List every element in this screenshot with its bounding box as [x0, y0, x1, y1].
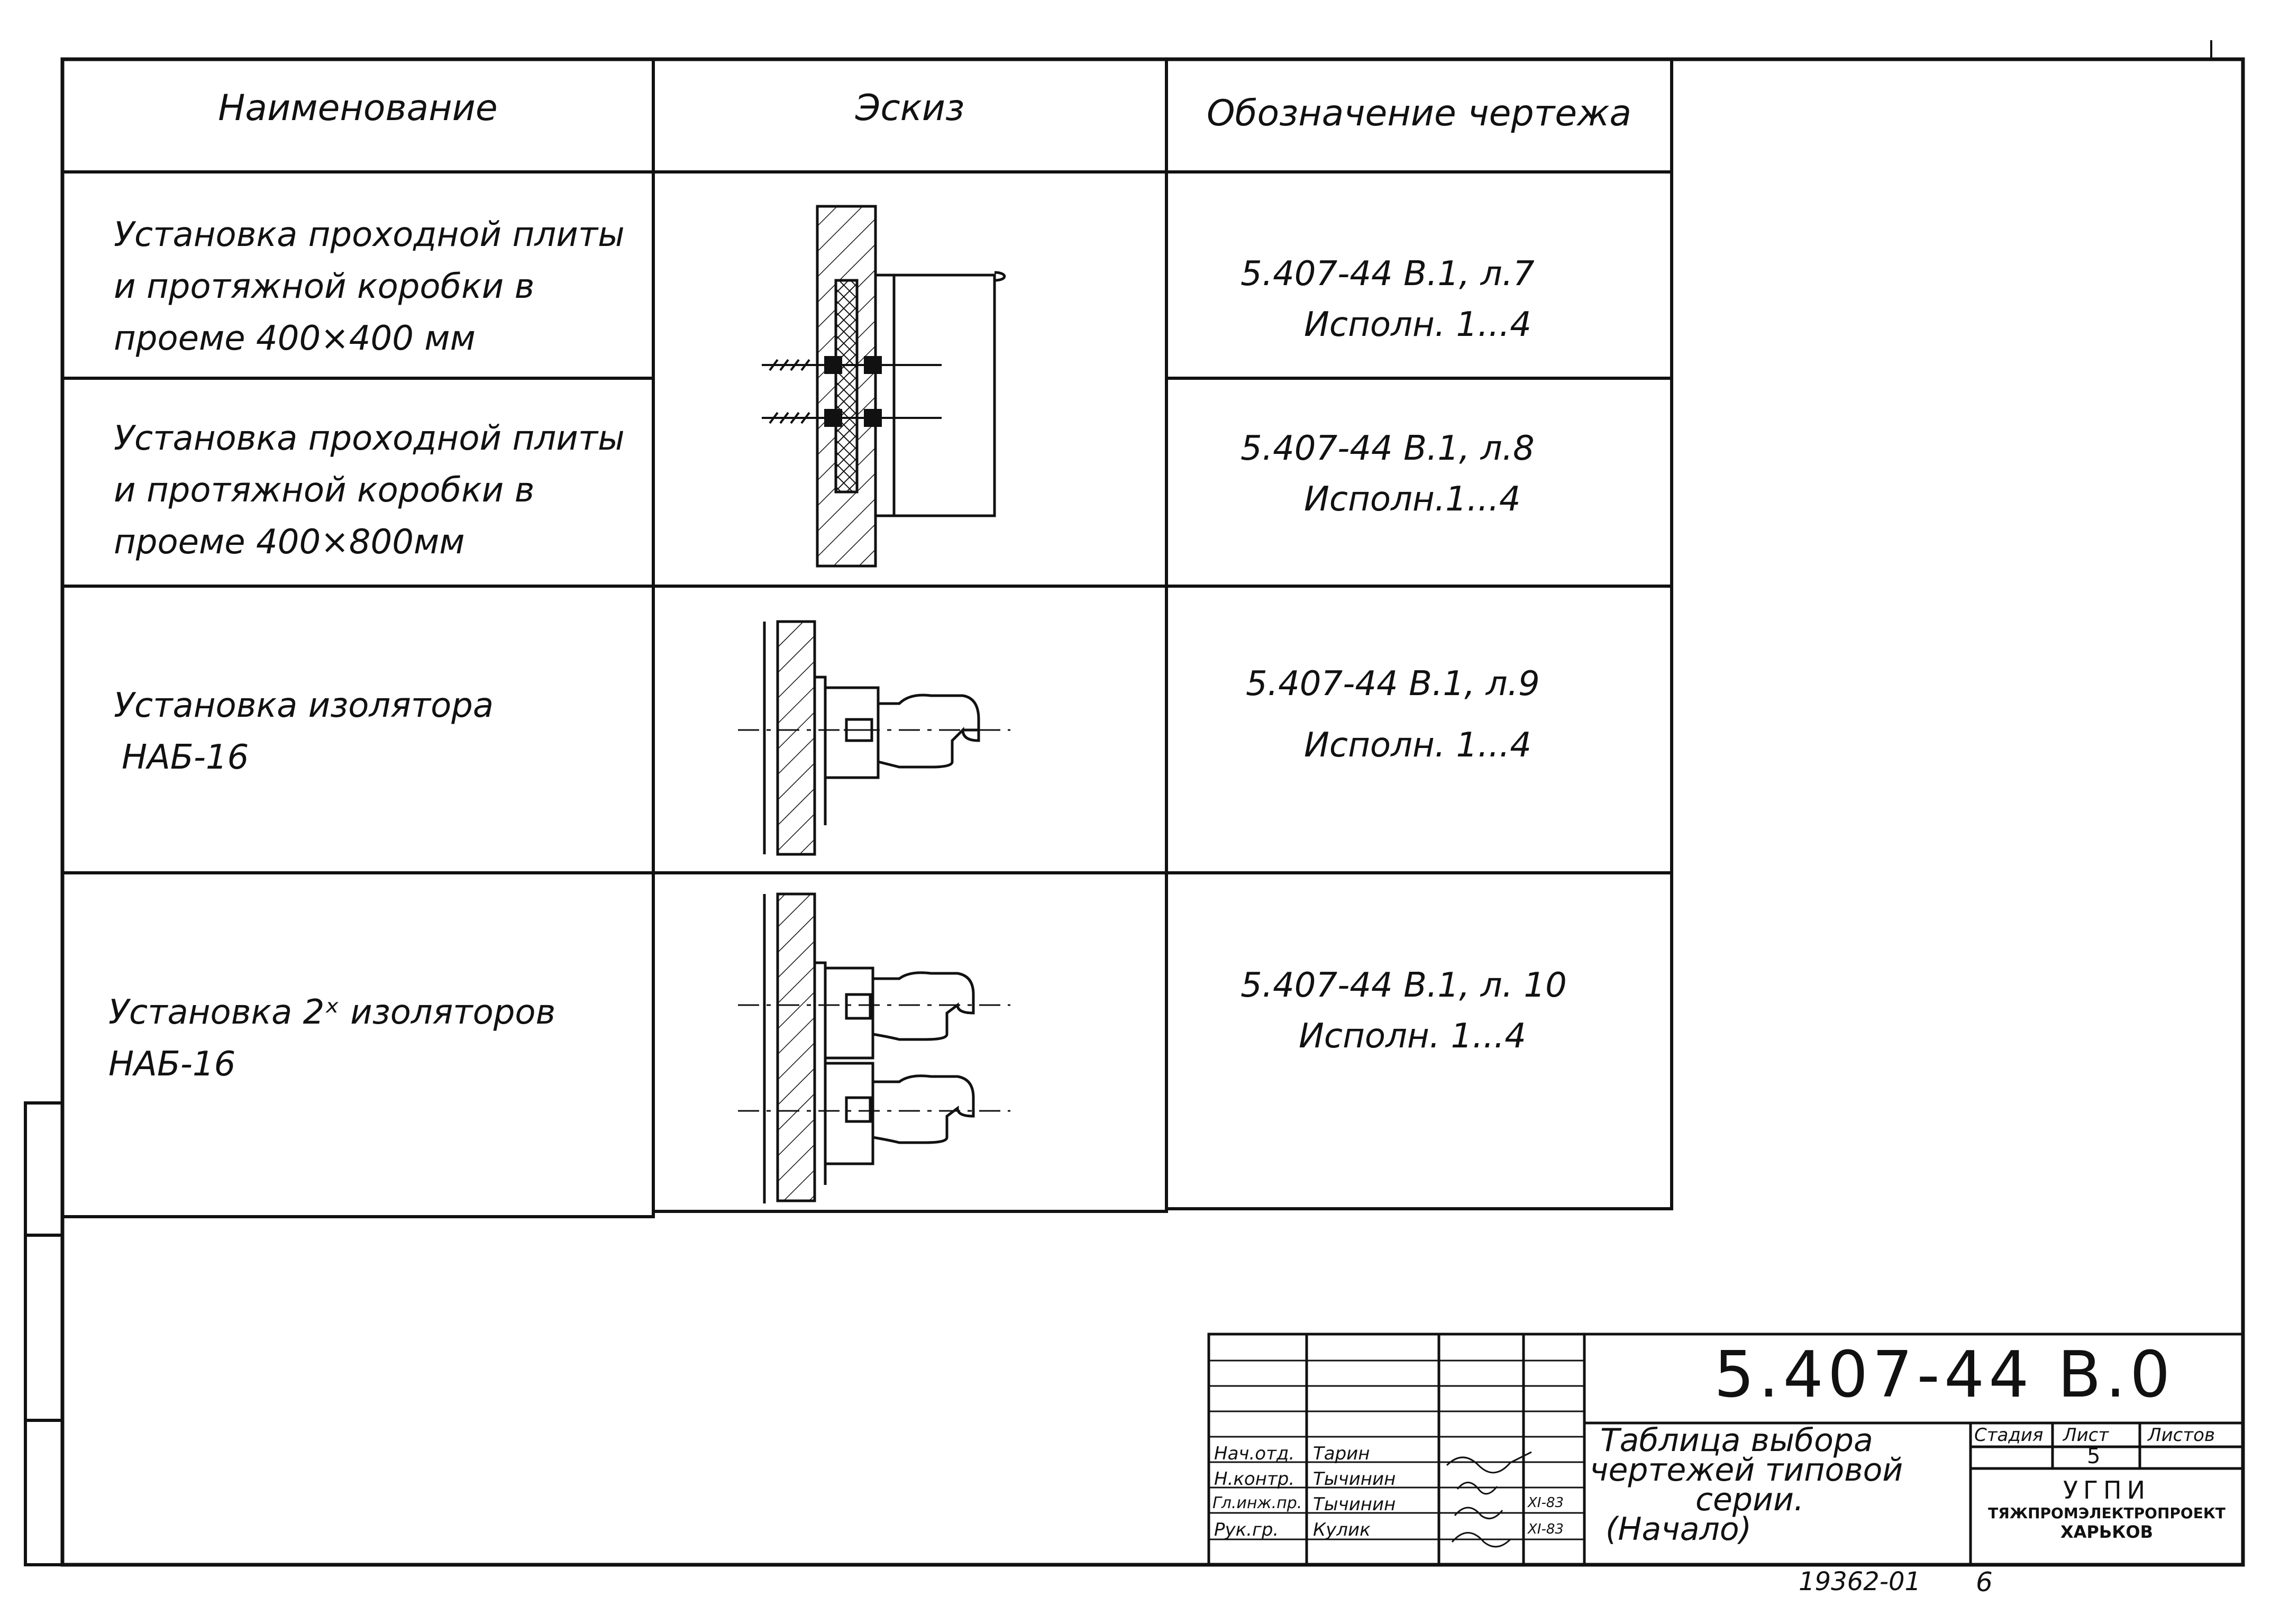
page-number: 6	[1976, 1567, 1993, 1598]
row-2-exec: Исполн.1...4	[1304, 480, 1521, 519]
sketch-two-insulators	[738, 892, 1010, 1203]
inventory-number: 19362-01	[1799, 1567, 1921, 1596]
header-sketch: Эскиз	[855, 87, 965, 129]
row-2-name-line-3: проеме 400×800мм	[114, 523, 465, 562]
row-4-name: Установка 2ˣ изоляторов НАБ-16	[108, 987, 637, 1090]
row-2-designation: 5.407-44 В.1, л.8 Исполн.1...4	[1241, 423, 1664, 525]
org-line-2: ТЯЖПРОМЭЛЕКТРОПРОЕКТ	[1988, 1504, 2226, 1522]
sig-name-3: Тычинин	[1313, 1494, 1396, 1515]
selection-table-grid	[61, 58, 1673, 1218]
row-2-ref: 5.407-44 В.1, л.8	[1241, 429, 1535, 468]
row-2-name-line-2: и протяжной коробки в	[114, 471, 535, 510]
organization: УГПИ ТЯЖПРОМЭЛЕКТРОПРОЕКТ ХАРЬКОВ	[1971, 1476, 2243, 1542]
title-line-4: (Начало)	[1606, 1511, 1752, 1548]
row-2-name-line-1: Установка проходной плиты	[114, 419, 625, 458]
row-4-name-line-2: НАБ-16	[108, 1045, 236, 1084]
sig-name-1: Тарин	[1313, 1443, 1370, 1464]
row-3-designation: 5.407-44 В.1, л.9 Исполн. 1...4	[1246, 659, 1669, 771]
row-4-ref: 5.407-44 В.1, л. 10	[1241, 966, 1567, 1005]
header-name: Наименование	[218, 87, 498, 129]
sheet-value: 5	[2087, 1444, 2101, 1468]
row-1-name-line-3: проеме 400×400 мм	[114, 319, 476, 358]
title-line-3: серии.	[1695, 1481, 1804, 1518]
sig-role-3: Гл.инж.пр.	[1212, 1494, 1302, 1512]
drawing-code: 5.407-44 В.0	[1714, 1338, 2175, 1412]
title-line-2: чертежей типовой	[1590, 1452, 1903, 1489]
sheet-label: Лист	[2063, 1425, 2109, 1446]
row-1-exec: Исполн. 1...4	[1304, 305, 1531, 344]
binding-strip	[24, 1101, 64, 1566]
row-3-ref: 5.407-44 В.1, л.9	[1246, 664, 1540, 704]
row-3-name-line-2: НАБ-16	[122, 738, 249, 777]
row-1-designation: 5.407-44 В.1, л.7 Исполн. 1...4	[1241, 249, 1664, 350]
row-3-name: Установка изолятора НАБ-16	[114, 680, 643, 783]
row-3-exec: Исполн. 1...4	[1304, 726, 1531, 765]
row-4-exec: Исполн. 1...4	[1299, 1017, 1526, 1056]
title-block-grid	[1207, 1333, 2245, 1566]
sig-name-4: Кулик	[1313, 1519, 1371, 1540]
row-1-ref: 5.407-44 В.1, л.7	[1241, 254, 1535, 294]
drawing-title: Таблица выбора чертежей типовой серии. (…	[1590, 1422, 1903, 1548]
row-2-name: Установка проходной плиты и протяжной ко…	[114, 413, 643, 568]
row-1-name-line-2: и протяжной коробки в	[114, 267, 535, 306]
sig-date-4: XI-83	[1528, 1521, 1564, 1537]
sketch-passage-plate	[762, 205, 1006, 568]
sheets-label: Листов	[2148, 1425, 2215, 1446]
sig-name-2: Тычинин	[1313, 1468, 1396, 1490]
sig-date-3: XI-83	[1528, 1495, 1564, 1511]
row-4-name-line-1: Установка 2ˣ изоляторов	[108, 993, 556, 1032]
signatures-drawn	[1446, 1451, 1532, 1548]
sketch-insulator	[738, 620, 1010, 856]
sig-role-2: Н.контр.	[1214, 1468, 1295, 1490]
row-4-designation: 5.407-44 В.1, л. 10 Исполн. 1...4	[1241, 960, 1664, 1062]
org-line-3: ХАРЬКОВ	[2060, 1522, 2154, 1542]
row-3-name-line-1: Установка изолятора	[114, 686, 494, 725]
title-line-1: Таблица выбора	[1600, 1422, 1873, 1459]
header-designation: Обозначение чертежа	[1206, 93, 1632, 134]
row-1-name: Установка проходной плиты и протяжной ко…	[114, 209, 643, 364]
sig-role-4: Рук.гр.	[1214, 1519, 1279, 1540]
sig-role-1: Нач.отд.	[1214, 1443, 1295, 1464]
row-1-name-line-1: Установка проходной плиты	[114, 215, 625, 254]
org-line-1: УГПИ	[2063, 1476, 2151, 1504]
stage-label: Стадия	[1974, 1425, 2044, 1446]
